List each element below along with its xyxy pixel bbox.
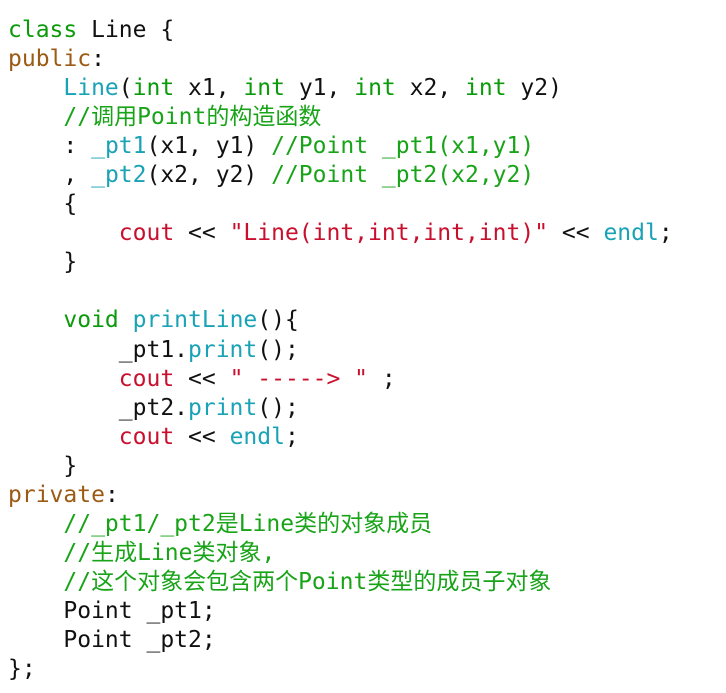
- code-token: _pt2: [91, 162, 147, 189]
- code-token: print: [188, 336, 258, 363]
- code-token: private: [8, 481, 105, 508]
- code-token: _pt2.: [8, 394, 189, 421]
- code-token: y2): [506, 75, 562, 102]
- code-token: [8, 220, 119, 246]
- code-token: //这个对象会包含两个Point类型的成员子对象: [63, 568, 552, 595]
- code-line: }: [8, 248, 673, 277]
- code-token: class: [8, 17, 78, 43]
- code-line: _pt1.print();: [8, 336, 673, 365]
- code-token: };: [8, 656, 36, 683]
- code-line: //生成Line类对象,: [8, 539, 673, 568]
- code-line: Line(int x1, int y1, int x2, int y2): [8, 74, 673, 103]
- code-token: void: [63, 307, 119, 334]
- code-token: ;: [284, 423, 299, 450]
- code-token: _pt1: [91, 133, 147, 160]
- code-line: }: [8, 452, 673, 481]
- code-token: [8, 366, 119, 392]
- code-token: //Point _pt2(x2,y2): [271, 162, 535, 189]
- code-token: endl: [229, 423, 285, 450]
- code-token: :: [91, 46, 105, 73]
- code-token: [8, 104, 63, 130]
- code-line: class Line {: [8, 16, 673, 45]
- code-line: Point _pt2;: [8, 626, 673, 655]
- code-token: //Point _pt1(x1,y1): [271, 133, 535, 160]
- code-token: print: [188, 394, 258, 421]
- code-token: ,: [8, 162, 92, 189]
- code-token: //调用Point的构造函数: [63, 104, 322, 131]
- code-token: }: [8, 452, 78, 479]
- code-token: (){: [257, 307, 299, 334]
- code-line: cout << "Line(int,int,int,int)" << endl;: [8, 219, 673, 248]
- code-line: Point _pt1;: [8, 597, 673, 626]
- code-token: "Line(int,int,int,int)": [229, 220, 549, 247]
- code-token: cout: [118, 423, 175, 450]
- code-token: cout: [118, 220, 175, 247]
- code-token: [8, 511, 63, 537]
- code-token: {: [8, 191, 78, 218]
- code-token: Line: [63, 75, 119, 102]
- code-token: (x2, y2): [146, 162, 272, 189]
- code-token: (: [118, 75, 133, 102]
- code-token: <<: [548, 220, 604, 247]
- code-token: [8, 75, 63, 101]
- code-token: y1,: [284, 75, 355, 102]
- code-token: x1,: [174, 75, 244, 102]
- code-line: public:: [8, 45, 673, 74]
- code-token: endl: [603, 220, 659, 247]
- code-token: <<: [174, 365, 230, 392]
- code-token: " -----> ": [229, 365, 369, 392]
- code-line: void printLine(){: [8, 306, 673, 335]
- code-line: private:: [8, 481, 673, 510]
- code-token: ();: [257, 336, 299, 363]
- code-token: :: [8, 133, 92, 160]
- code-line: [8, 277, 673, 306]
- code-token: :: [104, 481, 119, 508]
- code-token: ;: [368, 365, 396, 392]
- code-token: _pt1.: [8, 336, 189, 363]
- code-token: (x1, y1): [146, 133, 272, 160]
- code-token: int: [354, 75, 396, 102]
- code-line: //_pt1/_pt2是Line类的对象成员: [8, 510, 673, 539]
- code-line: //这个对象会包含两个Point类型的成员子对象: [8, 568, 673, 597]
- code-token: int: [243, 75, 285, 102]
- code-token: //生成Line类对象,: [63, 539, 276, 566]
- code-token: [8, 307, 63, 333]
- code-block: class Line {public: Line(int x1, int y1,…: [8, 16, 673, 684]
- code-token: x2,: [395, 75, 466, 102]
- code-token: ();: [257, 394, 299, 421]
- code-token: printLine: [132, 307, 258, 334]
- code-line: //调用Point的构造函数: [8, 103, 673, 132]
- code-token: <<: [174, 220, 230, 247]
- code-line: , _pt2(x2, y2) //Point _pt2(x2,y2): [8, 161, 673, 190]
- code-line: };: [8, 655, 673, 684]
- code-token: public: [8, 46, 92, 73]
- code-token: Point _pt2;: [8, 626, 216, 653]
- code-line: {: [8, 190, 673, 219]
- code-token: Point _pt1;: [8, 597, 216, 624]
- code-token: //_pt1/_pt2是Line类的对象成员: [63, 510, 433, 537]
- code-token: ;: [658, 220, 673, 247]
- code-line: cout << " -----> " ;: [8, 365, 673, 394]
- code-token: [8, 569, 63, 595]
- code-token: cout: [118, 365, 175, 392]
- code-line: _pt2.print();: [8, 394, 673, 423]
- code-token: Line {: [77, 17, 175, 43]
- code-token: [8, 540, 63, 566]
- code-token: <<: [174, 423, 230, 450]
- code-line: cout << endl;: [8, 423, 673, 452]
- code-token: int: [132, 75, 175, 102]
- code-token: }: [8, 249, 78, 276]
- code-line: : _pt1(x1, y1) //Point _pt1(x1,y1): [8, 132, 673, 161]
- code-token: int: [465, 75, 507, 102]
- code-token: [119, 307, 133, 333]
- code-token: [8, 424, 119, 450]
